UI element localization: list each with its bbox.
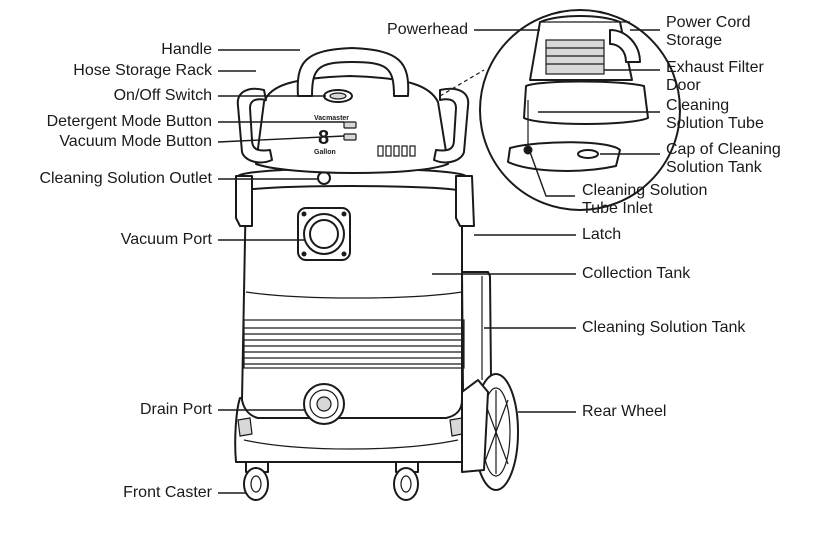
detergent-mode-button: [343, 121, 357, 129]
brand-badge: Vacmaster 8 Gallon: [314, 115, 349, 156]
vent-slots: [377, 145, 416, 157]
latch-right: [455, 175, 475, 227]
inset-filter-grille: [546, 47, 604, 65]
label-powerhead: Powerhead: [387, 21, 468, 38]
vacuum-port: [297, 207, 351, 261]
label-cap-of-cleaning-solution-tank: Cap of Cleaning Solution Tank: [666, 141, 781, 177]
label-cap-of-cleaning-solution-tank-line-1: Cap of Cleaning: [666, 141, 781, 158]
label-collection-tank: Collection Tank: [582, 265, 691, 282]
on-off-switch: [323, 89, 353, 103]
rear-wheel: [461, 373, 519, 491]
label-cleaning-solution-outlet: Cleaning Solution Outlet: [39, 170, 212, 187]
collection-tank: [241, 185, 463, 419]
label-power-cord-storage-line-1: Power Cord: [666, 14, 751, 31]
label-cleaning-solution-tube-line-2: Solution Tube: [666, 115, 764, 132]
brand-badge-text: Vacmaster: [314, 115, 349, 122]
detail-inset: [439, 9, 681, 211]
label-rear-wheel: Rear Wheel: [582, 403, 667, 420]
label-cleaning-solution-tube: Cleaning Solution Tube: [666, 97, 764, 133]
label-exhaust-filter-door: Exhaust Filter Door: [666, 59, 764, 95]
capacity-unit: Gallon: [314, 149, 336, 156]
inset-solution-tank-lid: [507, 141, 621, 172]
inset-tank-cap: [577, 149, 599, 159]
cleaning-solution-tank-body: [461, 271, 492, 393]
hose-storage-rack-right: [433, 87, 470, 164]
inset-exhaust-filter: [545, 39, 605, 75]
label-cleaning-solution-tube-line-1: Cleaning: [666, 97, 730, 114]
label-cleaning-solution-tank: Cleaning Solution Tank: [582, 319, 746, 336]
label-cleaning-solution-tube-inlet-line-2: Tube Inlet: [582, 200, 653, 217]
label-drain-port: Drain Port: [139, 401, 212, 418]
label-cap-of-cleaning-solution-tank-line-2: Solution Tank: [666, 159, 762, 176]
front-caster-left: [243, 461, 269, 501]
label-handle: Handle: [161, 41, 212, 58]
label-detergent-mode-button: Detergent Mode Button: [46, 113, 212, 130]
label-exhaust-filter-door-line-1: Exhaust Filter: [666, 59, 764, 76]
inset-tank-top: [523, 80, 649, 125]
front-caster-right: [393, 461, 419, 501]
label-hose-storage-rack: Hose Storage Rack: [73, 62, 212, 79]
hose-storage-rack-left: [236, 87, 273, 164]
label-cleaning-solution-tube-inlet-line-1: Cleaning Solution: [582, 182, 708, 199]
label-power-cord-storage: Power Cord Storage: [666, 14, 750, 50]
capacity-number: 8: [318, 127, 329, 149]
label-vacuum-mode-button: Vacuum Mode Button: [59, 133, 212, 150]
label-vacuum-port: Vacuum Port: [120, 231, 212, 248]
rib-lines: [244, 327, 464, 365]
inset-power-cord-storage: [609, 29, 641, 63]
label-exhaust-filter-door-line-2: Door: [666, 77, 701, 94]
drain-port: [303, 383, 345, 425]
label-front-caster: Front Caster: [123, 484, 212, 501]
latch-left: [235, 175, 253, 227]
label-power-cord-storage-line-2: Storage: [666, 32, 723, 49]
vacuum-mode-button: [343, 133, 357, 141]
label-cleaning-solution-tube-inlet: Cleaning Solution Tube Inlet: [582, 182, 707, 218]
label-latch: Latch: [582, 226, 622, 243]
handle: [296, 47, 410, 97]
cleaning-solution-outlet: [317, 171, 331, 185]
label-on-off-switch: On/Off Switch: [113, 87, 212, 104]
